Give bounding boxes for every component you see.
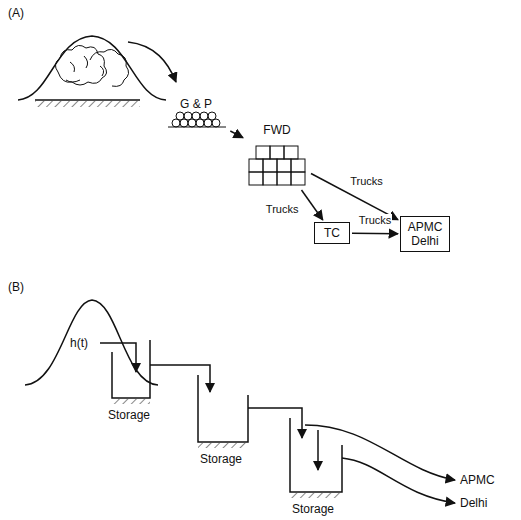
truck-route [311,174,398,220]
cauliflowers [55,45,128,86]
ground-hatch [35,101,140,107]
harvest-curve [25,300,158,385]
forwarding-stack: FWD [245,123,309,188]
node-text: APMC Delhi [405,220,445,248]
node-text: FWD [245,123,309,137]
panel-letter: (B) [8,280,24,294]
storage-label: Storage [108,408,150,422]
overflow-arrow [150,365,210,392]
overflow-arrow [248,408,302,438]
tank-hatch [198,443,248,448]
storage-tank [112,340,150,398]
truck-route [230,131,243,138]
edge-label: Trucks [265,203,300,216]
transit-box: TC [314,222,350,244]
produce-heap: G & P [163,97,229,129]
storage-tank [198,375,248,442]
edge-label: Trucks [358,214,393,227]
destination-label: APMC [460,473,495,487]
tank-hatch [290,493,342,498]
box-stack [249,146,305,185]
drain-arrow [317,430,319,470]
node-text: G & P [163,97,229,111]
storage-label: Storage [200,452,242,466]
panel-letter: (A) [8,6,24,20]
produce-pile [168,112,226,127]
storage-label: Storage [292,502,334,516]
node-text: TC [319,226,345,240]
inflow-arrow [100,343,136,372]
destination-label: Delhi [460,496,487,510]
flow-symbol: h(t) [70,336,88,350]
edge-label: Trucks [349,175,384,188]
tank-hatch [112,399,150,404]
truck-route [352,232,398,234]
flow-arrow [128,42,176,82]
market-box: APMC Delhi [400,216,450,252]
storage-tank [290,418,342,492]
outflow-arrow [342,458,455,503]
truck-route [301,190,322,220]
ground-line [35,99,140,101]
